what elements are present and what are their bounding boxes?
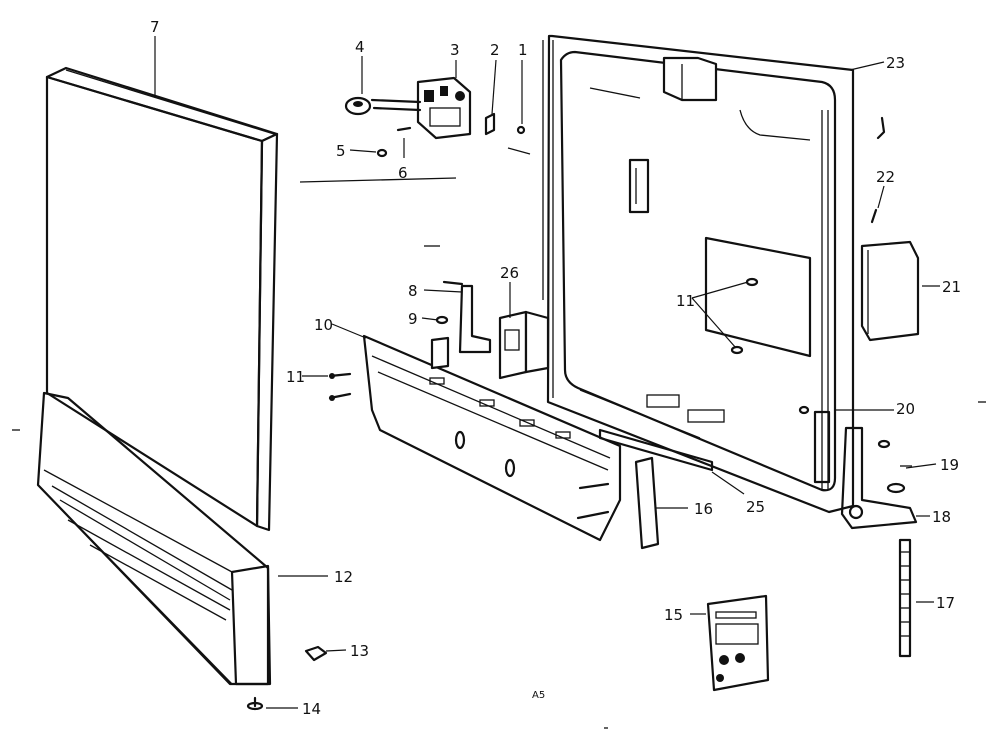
label-10: 10 [314,316,333,334]
label-15: 15 [664,606,683,624]
label-5: 5 [336,142,346,160]
pin-20 [798,405,810,415]
screw-6 [396,126,412,132]
label-19: 19 [940,456,959,474]
label-11-left: 11 [286,368,305,386]
label-25: 25 [746,498,765,516]
label-6: 6 [398,164,408,182]
hinge-bracket [430,310,550,380]
left-hinge-arm [442,280,492,354]
label-17: 17 [936,594,955,612]
label-13: 13 [350,642,369,660]
label-18: 18 [932,508,951,526]
label-7: 7 [150,18,160,36]
label-9: 9 [408,310,418,328]
vertical-trim-strip [634,456,660,550]
label-16: 16 [694,500,713,518]
hook-22 [870,116,886,224]
latch-spring [484,112,496,136]
screw-14 [246,696,264,711]
screw-19 [877,439,912,467]
screw-9 [435,315,449,325]
inner-door-liner [542,34,855,514]
latch-handle-knob [344,96,372,116]
latch-switch-assembly [370,76,472,140]
label-3: 3 [450,41,460,59]
outer-door-panel [45,66,279,532]
label-20: 20 [896,400,915,418]
label-22: 22 [876,168,895,186]
screw-1 [507,125,531,155]
label-26: 26 [500,264,519,282]
label-11-right: 11 [676,292,695,310]
screws-11-left [328,372,352,401]
lower-hinge-bracket [840,426,918,530]
washer-5 [376,148,388,158]
bottom-rail [598,428,714,472]
label-14: 14 [302,700,321,718]
rectangular-pad [860,240,920,342]
label-2: 2 [490,41,500,59]
label-1: 1 [518,41,528,59]
lower-access-panel [36,391,272,686]
label-4: 4 [355,38,365,56]
small-bracket [304,645,328,662]
callout-labels: 1 2 3 4 5 6 7 8 9 10 11 11 12 13 14 15 1… [150,18,961,718]
figure-code: A5 [532,690,545,701]
label-12: 12 [334,568,353,586]
label-23: 23 [886,54,905,72]
label-8: 8 [408,282,418,300]
label-21: 21 [942,278,961,296]
door-spring [898,538,912,658]
leader-lines [154,36,940,709]
control-channel-bracket [362,334,622,542]
instruction-label [706,594,770,692]
